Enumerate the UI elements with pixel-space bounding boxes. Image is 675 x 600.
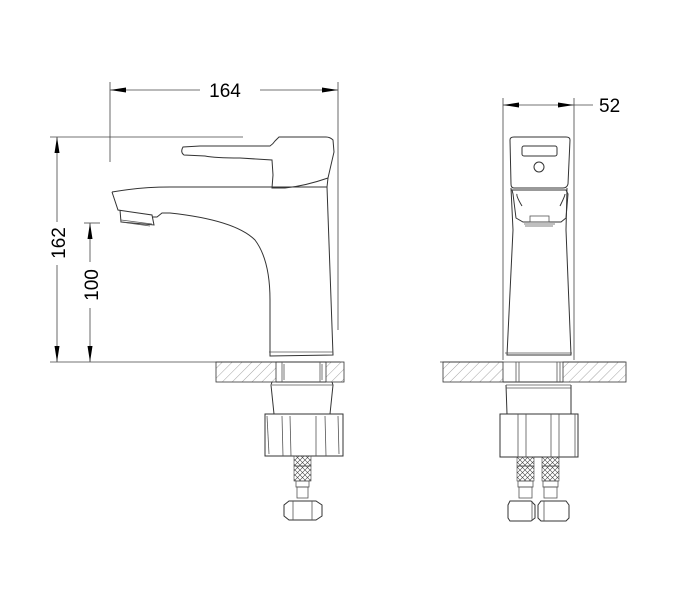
countertop-section-right — [562, 361, 627, 383]
dimension-depth: 52 — [502, 96, 620, 360]
faucet-body — [111, 186, 334, 357]
supply-hose-left — [507, 456, 536, 522]
spout-front — [511, 189, 569, 227]
front-view: 52 — [440, 96, 627, 522]
dimension-width: 164 — [109, 81, 339, 330]
dimension-label-width: 164 — [209, 81, 241, 102]
side-view: 164 162 100 — [49, 81, 345, 521]
countertop-section-left — [215, 361, 277, 383]
handle-front — [509, 136, 571, 189]
shank — [270, 381, 334, 415]
countertop-section-left — [442, 361, 504, 383]
spout-aerator — [111, 191, 155, 226]
countertop-section-right — [325, 361, 345, 383]
supply-hose — [283, 455, 323, 521]
dimension-spout-height: 100 — [82, 222, 103, 362]
mounting-nut — [264, 413, 344, 457]
supply-hose-right — [537, 456, 570, 522]
dimension-label-total-height: 162 — [49, 227, 70, 259]
body-front — [506, 187, 572, 356]
faucet-handle — [181, 136, 335, 189]
dimension-label-spout-height: 100 — [82, 269, 103, 301]
dimension-label-depth: 52 — [599, 96, 620, 117]
mounting-nut-front — [499, 413, 579, 458]
dimension-total-height: 162 — [49, 136, 243, 362]
shank-front — [505, 384, 572, 415]
